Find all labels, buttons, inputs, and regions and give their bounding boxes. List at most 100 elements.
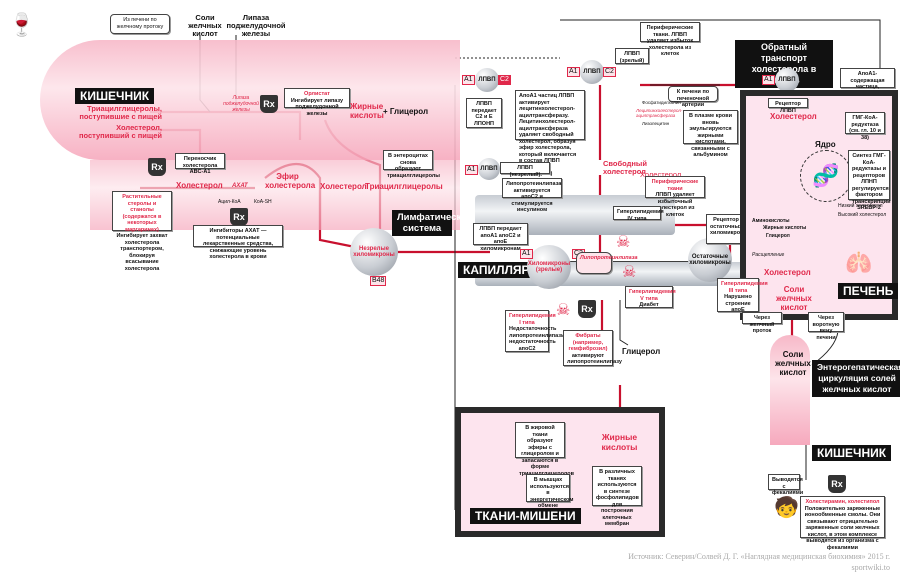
enterocyte-note: В энтероцитах снова образуют триацилглиц…: [383, 150, 440, 179]
fibrates-box: Фибраты (например, гемфиброзил)активирую…: [563, 330, 622, 366]
hdl-mature-particle: ЛПВП: [580, 60, 604, 84]
glyc-label: Глицерол: [766, 233, 790, 239]
from-liver-note: Из печени по желчному протоку: [110, 14, 170, 34]
plant-sterols-box: Растительные стеролы и станолы (содержат…: [112, 191, 172, 272]
various-box: В различных тканях используются в синтез…: [592, 466, 642, 527]
lysolecithin-label: Лизолецитин: [642, 121, 670, 126]
hdl-mature-box: ЛПВП (зрелый): [615, 48, 649, 64]
liver-title: ПЕЧЕНЬ: [838, 283, 899, 299]
via-bile-duct-box: Через желчный проток: [742, 312, 782, 334]
a1-tag: A1: [567, 67, 580, 77]
lymph-label: Лимфатическая система: [392, 210, 472, 236]
immature-chylomicron: Незрелые хиломикроны: [350, 228, 398, 276]
nucleus-label: Ядро: [815, 140, 836, 149]
rx-mortar-icon: Rx: [578, 300, 596, 318]
intestine-vertical-tube: [770, 335, 810, 445]
a1-tag: A1: [465, 165, 478, 175]
low-chol-label: Низкий холестерол: [838, 203, 883, 209]
srebp-box: Синтез ГМГ-КоА-редуктазы и рецепторов ЛП…: [848, 150, 890, 211]
b48-tag: B48: [370, 276, 387, 286]
skull-icon: ☠: [622, 264, 637, 281]
hdl-particle: ЛПВП: [475, 68, 499, 92]
pancreatic-lipase-label: Липаза поджелудочной железы: [226, 13, 286, 38]
apoa1-particle-box: АпоА1-содержащая частица, потерявшая лип…: [840, 68, 895, 103]
excreted-box: Выводятся с фекалиями: [768, 474, 803, 496]
entero-bile-salts-label: Соли желчных кислот: [775, 350, 811, 377]
bile-salts-label: Соли желчных кислот: [188, 13, 222, 38]
free-chol-label: Свободный холестерол: [603, 159, 647, 176]
c2-tag: C2: [603, 67, 616, 77]
lipase-small-label: Липаза поджелудочной железы: [223, 95, 259, 113]
target-fatty-acids-label: Жирные кислоты: [601, 432, 638, 452]
dietary-tg-label: Триацилглицеролы, поступившие с пищей: [79, 104, 162, 121]
person-eating-icon: 🍷: [8, 12, 36, 37]
amino-label: Аминокислоты: [752, 218, 790, 224]
fatty-acids-label: Жирные кислоты: [350, 102, 384, 120]
mature-chylomicron: Хиломикроны (зрелые): [527, 245, 571, 289]
skull-icon: ☠: [556, 302, 571, 319]
capillary-title: КАПИЛЛЯР: [458, 262, 535, 278]
acat-inhibitors-box: Ингибиторы АХАТ — потенциальные лекарств…: [193, 225, 283, 260]
transporter-note: Переносчик холестерола ABC-A1: [175, 153, 225, 175]
lcat-box: АпоА1 частиц ЛПВП активирует лецитинхоле…: [515, 90, 585, 177]
liver-cholesterol-label: Холестерол: [770, 112, 817, 121]
cholesterol-label: Холестерол: [176, 181, 223, 190]
skull-icon: ☠: [616, 234, 631, 251]
hmg-box: ГМГ-КоА-редуктаза (см. гл. 10 и 38): [845, 112, 885, 141]
entero-title: Энтерогепатическая циркуляция солей желч…: [812, 360, 900, 397]
dietary-chol-label: Холестерол, поступивший с пищей: [78, 123, 162, 140]
rx-mortar-icon: Rx: [828, 475, 846, 493]
hdl-gives-box: ЛПВП передает апоА1 апоС2 и апоЕ хиломик…: [473, 223, 528, 252]
lcat-small-label: Лецитинхолестерол-ацилтрансфераза: [636, 108, 683, 118]
a1-tag: A1: [520, 249, 533, 259]
c2-tag: C2: [498, 75, 511, 85]
cholesterol2-label: Холестерол: [320, 182, 367, 191]
entero-intestine-title: КИШЕЧНИК: [812, 445, 892, 461]
source-site: sportwiki.to: [851, 563, 890, 572]
lpl-enzyme: Липопротеинлипаза: [576, 252, 638, 274]
phosphatidylcholine-label: Фосфатидилхолин: [642, 100, 681, 105]
hdl-immature-particle: ЛПВП: [478, 158, 500, 180]
rx-mortar-icon: Rx: [260, 95, 278, 113]
liver-icon: 🫁: [845, 250, 873, 275]
liver-bile-salts-label: Соли желчных кислот: [776, 285, 812, 312]
hdl-immature-box: ЛПВП (незрелый): [500, 162, 550, 178]
rx-mortar-icon: Rx: [148, 158, 166, 176]
high-chol-label: Высокий холестерол: [838, 212, 887, 218]
remnant-receptor-box: Рецептор остаточных хиломикронов: [706, 214, 750, 244]
plasma-note-box: В плазме крови вновь эмульгируются жирны…: [683, 110, 738, 158]
a1-tag: A1: [462, 75, 475, 85]
hyper4-box: Гиперлипидемия IV типа: [613, 206, 664, 222]
liver-cholesterol2-label: Холестерол: [764, 268, 811, 277]
source-line: Источник: Северин/Солвей Д. Г. «Наглядна…: [628, 552, 890, 561]
glycerol-label: + Глицерол: [383, 107, 429, 116]
glycerol-label: Глицерол: [622, 347, 661, 356]
hdl-receptor-box: Рецептор ЛПВП: [768, 98, 808, 114]
breakdown-label: Расщепление: [752, 252, 785, 258]
a1-tag: A1: [762, 75, 775, 85]
chol-label: Холестерол: [640, 170, 682, 179]
acyl-coa-label: Ацил-КоА: [218, 199, 241, 205]
dna-icon: 🧬: [800, 150, 852, 202]
hdl-receptor-particle: ЛПВП: [775, 68, 799, 92]
via-portal-box: Через воротную вену печени: [808, 312, 844, 341]
hdl-passes-c2-box: ЛПВП передает C2 и E ЛПОНП: [466, 98, 502, 128]
lpl-activation-box: Липопротеинлипаза активируется апоС2 и с…: [502, 178, 562, 213]
chol-ester-label: Эфир холестерола: [265, 172, 316, 190]
muscle-box: В мышцах используются в энергетическом о…: [526, 474, 573, 509]
coa-sh-label: КоА-SH: [254, 199, 272, 205]
intestine-title: КИШЕЧНИК: [75, 88, 155, 104]
rx-mortar-icon: Rx: [230, 208, 248, 226]
acat-label: АХАТ: [232, 183, 248, 189]
child-icon: 🧒: [774, 497, 799, 519]
fa-label: Жирные кислоты: [763, 225, 807, 231]
periph-top-box: Периферические ткани. ЛПВП удаляет избыт…: [640, 22, 700, 57]
target-title: ТКАНИ-МИШЕНИ: [470, 508, 581, 524]
remnant-chylomicron: Остаточные хиломикроны: [688, 238, 732, 282]
